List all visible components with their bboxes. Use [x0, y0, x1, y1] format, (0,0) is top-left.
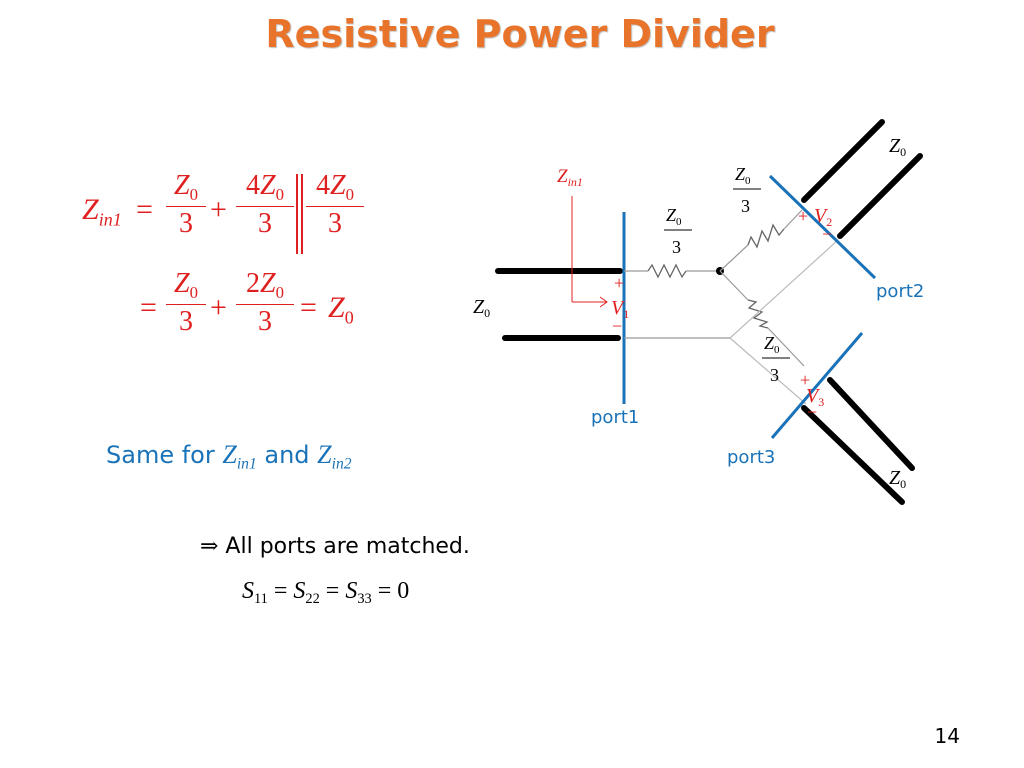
same-for-line: Same for Zin1 and Zin2 — [106, 440, 352, 473]
wire-r3-in — [719, 270, 749, 301]
wire-r2-in — [719, 244, 749, 272]
slide-title: Resistive Power Divider — [265, 12, 775, 56]
eq1-plus: + — [210, 193, 227, 226]
eq1-fraction-3: 4Z0 3 — [306, 170, 364, 240]
parallel-bar-left — [296, 174, 298, 254]
zin-label: Zin1 — [557, 166, 583, 189]
svg-text:+: + — [798, 206, 808, 226]
eq2-equals-2: = — [300, 291, 317, 324]
v1-label: + V1 − — [611, 273, 629, 336]
port1-label: port1 — [591, 407, 639, 428]
port3-line-lower — [801, 405, 905, 505]
resistor-r1 — [647, 263, 687, 279]
svg-text:3: 3 — [741, 196, 750, 216]
port2-label: port2 — [876, 281, 924, 302]
svg-text:V1: V1 — [611, 297, 629, 321]
r1-value-label: Z0 3 — [664, 205, 692, 257]
conclusion-line: ⇒ All ports are matched. — [200, 533, 470, 559]
port3-reference-plane — [770, 332, 864, 439]
v2-label: + V2 − — [798, 205, 832, 244]
z0-bottom-label: Z0 — [889, 467, 906, 491]
port2-line-lower — [837, 153, 923, 239]
parallel-bar-right — [301, 174, 303, 254]
eq1-equals: = — [136, 193, 153, 226]
eq2-fraction-1: Z0 3 — [166, 268, 206, 338]
eq2-fraction-2: 2Z0 3 — [236, 268, 294, 338]
wire-r3-out — [767, 327, 805, 367]
wire-return-port2 — [729, 239, 839, 339]
z0-left-label: Z0 — [473, 296, 490, 320]
svg-text:V3: V3 — [806, 385, 824, 409]
port3-line-upper — [827, 377, 915, 471]
z0-top-label: Z0 — [889, 135, 906, 159]
eq2-plus: + — [210, 291, 227, 324]
eq1-lhs: Zin1 — [82, 193, 122, 230]
r2-value-label: Z0 3 — [733, 164, 761, 216]
svg-text:Z0: Z0 — [764, 333, 780, 356]
svg-text:Z0: Z0 — [735, 164, 751, 187]
svg-text:3: 3 — [770, 365, 779, 385]
port2-line-upper — [801, 119, 885, 203]
svg-text:+: + — [614, 273, 624, 293]
svg-text:−: − — [822, 224, 832, 244]
resistor-r3 — [747, 299, 769, 329]
arrow-right-icon — [599, 296, 608, 308]
r3-value-label: Z0 3 — [762, 333, 790, 385]
svg-text:−: − — [807, 402, 817, 422]
page-number: 14 — [934, 724, 960, 748]
svg-text:3: 3 — [672, 237, 681, 257]
v3-label: + V3 − — [800, 370, 824, 422]
wire-r2-out — [783, 209, 803, 230]
svg-text:Z0: Z0 — [666, 205, 682, 228]
eq1-fraction-1: Z0 3 — [166, 170, 206, 240]
svg-text:+: + — [800, 370, 810, 390]
eq2-equals-1: = — [140, 291, 157, 324]
wire-return-port3 — [729, 337, 807, 405]
port2-reference-plane — [768, 174, 877, 280]
eq2-rhs: Z0 — [328, 291, 354, 328]
eq1-fraction-2: 4Z0 3 — [236, 170, 294, 240]
resistor-r2 — [747, 223, 785, 249]
svg-text:−: − — [612, 316, 622, 336]
s-parameter-equation: S11 = S22 = S33 = 0 — [242, 578, 410, 608]
port3-label: port3 — [727, 447, 775, 468]
svg-text:V2: V2 — [814, 205, 832, 229]
